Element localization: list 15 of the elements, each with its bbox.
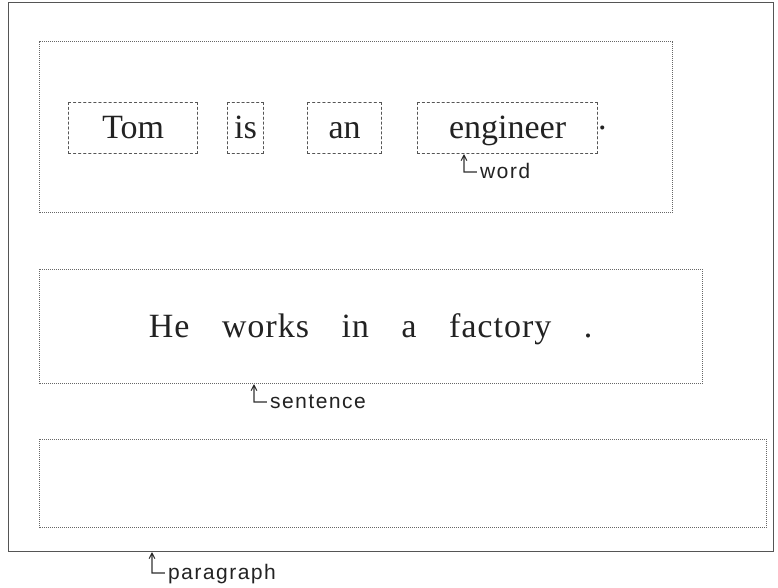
leader-line bbox=[148, 552, 165, 574]
punctuation-mark: . bbox=[598, 100, 606, 138]
sentence-frame bbox=[39, 41, 673, 213]
word-box: is bbox=[227, 102, 264, 154]
annotation-text: sentence bbox=[270, 388, 380, 416]
word-box: engineer bbox=[417, 102, 598, 154]
word-box: an bbox=[307, 102, 382, 154]
sentence-frame: He works in a factory . bbox=[39, 269, 703, 384]
sentence-frame bbox=[39, 439, 767, 528]
leader-line bbox=[460, 154, 477, 173]
paragraph-frame bbox=[8, 2, 774, 552]
word-box: Tom bbox=[68, 102, 198, 154]
annotation-text: word bbox=[480, 158, 560, 186]
annotation-text: paragraph bbox=[168, 558, 298, 588]
leader-line bbox=[250, 384, 267, 403]
